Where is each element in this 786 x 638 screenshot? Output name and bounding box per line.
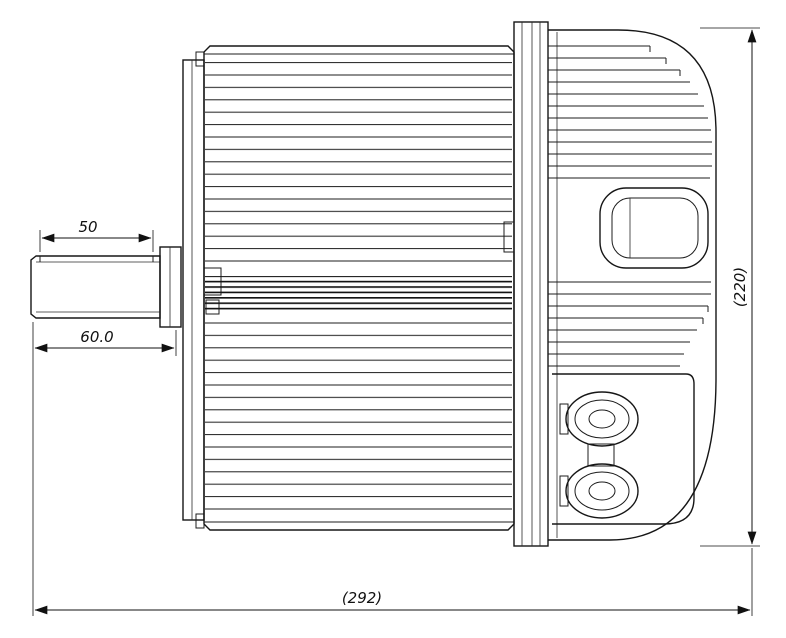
dim-overall-height-label: (220): [731, 267, 749, 307]
stator-body: [203, 45, 515, 531]
dim-overall-length-label: (292): [342, 589, 382, 607]
dim-key-length: 50: [39, 218, 154, 252]
end-housing: [548, 29, 717, 541]
dim-shaft-length-label: 60.0: [80, 328, 113, 346]
cooling-fins-center: [205, 276, 512, 310]
mounting-flange: [503, 21, 549, 547]
gland-spacer: [587, 443, 615, 467]
cable-gland-1: [559, 391, 639, 447]
cable-gland-panel: [552, 373, 695, 525]
end-housing-fins-upper: [548, 45, 712, 179]
end-housing-fins-lower: [548, 281, 711, 367]
shaft-collar: [159, 246, 182, 328]
cable-gland-2: [559, 463, 639, 519]
dim-overall-height: (220): [700, 27, 760, 547]
dim-overall-length: (292): [32, 356, 753, 616]
dim-shaft-length: 60.0: [32, 322, 177, 356]
dim-key-length-label: 50: [78, 218, 97, 236]
cooling-fins-bottom: [205, 318, 512, 518]
cooling-fins-top: [205, 60, 512, 270]
shaft: [30, 255, 161, 319]
bearing-boss: [599, 187, 709, 269]
